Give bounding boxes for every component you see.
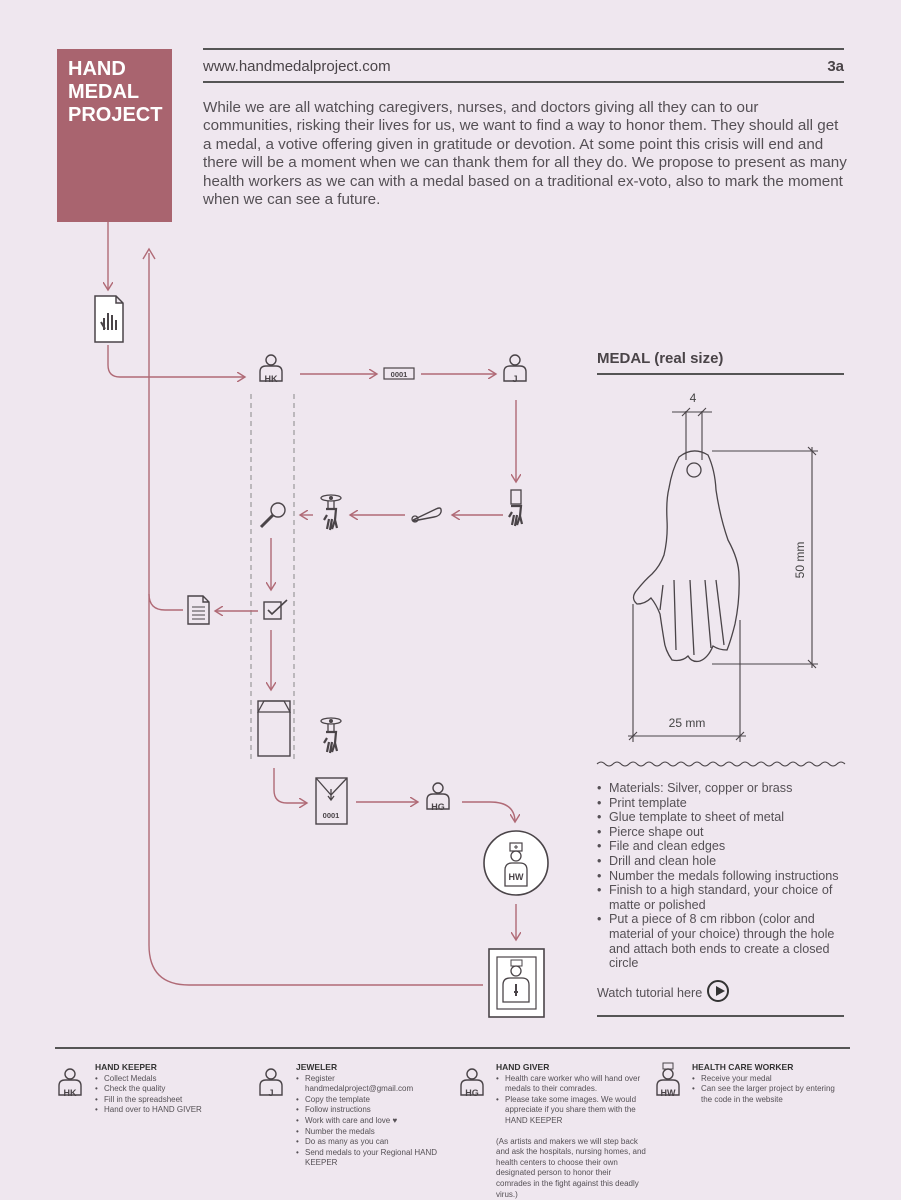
- role-item: Number the medals: [296, 1127, 441, 1138]
- materials-item: Print template: [597, 796, 847, 811]
- spreadsheet-to-loop: [148, 593, 183, 611]
- header-bottom-rule: [203, 81, 844, 83]
- hk-label: HK: [265, 374, 278, 384]
- header-top-rule: [203, 48, 844, 50]
- role-hand-giver: HAND GIVER Health care worker who will h…: [496, 1062, 646, 1200]
- safety-pin-icon: [411, 507, 442, 523]
- wavy-separator: [596, 761, 846, 767]
- return-loop-line: [148, 253, 483, 986]
- page-number: 3a: [827, 58, 844, 75]
- intro-paragraph: While we are all watching caregivers, nu…: [203, 99, 847, 209]
- medal-with-tag-icon: [508, 489, 524, 527]
- return-arrow-up: [142, 247, 156, 260]
- role-item: Collect Medals: [95, 1074, 245, 1085]
- hw-label: HW: [509, 872, 524, 882]
- checkbox-icon: [263, 599, 288, 620]
- role-badge-hk-text: HK: [64, 1088, 77, 1098]
- document-hand-icon: [94, 295, 124, 343]
- materials-item: Glue template to sheet of metal: [597, 810, 847, 825]
- framed-healthworker-icon: [488, 948, 545, 1018]
- role-item: Please take some images. We would apprec…: [496, 1095, 646, 1127]
- materials-item: File and clean edges: [597, 839, 847, 854]
- role-item: Health care worker who will hand over me…: [496, 1074, 646, 1095]
- role-item: Check the quality: [95, 1084, 245, 1095]
- hg-label: HG: [431, 802, 445, 812]
- role-title: HAND GIVER: [496, 1062, 550, 1072]
- logo-text: HAND MEDAL PROJECT: [68, 58, 163, 126]
- website-url[interactable]: www.handmedalproject.com: [203, 58, 391, 75]
- magnifier-icon: [259, 502, 286, 529]
- tag-code-label: 0001: [391, 370, 408, 379]
- role-badge-hw-icon: [656, 1062, 680, 1096]
- dimension-lines: [628, 407, 818, 742]
- dim-height-label: 50 mm: [793, 542, 807, 579]
- role-note: (As artists and makers we will step back…: [496, 1136, 646, 1199]
- dim-hole-label: 4: [690, 391, 697, 405]
- role-item: Can see the larger project by entering t…: [692, 1084, 842, 1105]
- materials-item: Pierce shape out: [597, 825, 847, 840]
- envelope-0001-icon: [315, 777, 348, 825]
- dim-width-label: 25 mm: [669, 716, 706, 730]
- role-item: Hand over to HAND GIVER: [95, 1105, 245, 1116]
- envelope-icon: [256, 700, 292, 757]
- j-label: J: [512, 374, 517, 384]
- materials-item: Materials: Silver, copper or brass: [597, 781, 847, 796]
- hanging-medal-icon-2: [319, 716, 343, 755]
- role-item: Work with care and love ♥: [296, 1116, 441, 1127]
- medal-title: MEDAL (real size): [597, 350, 724, 367]
- play-icon[interactable]: [707, 980, 729, 1002]
- hanging-medal-icon: [319, 493, 343, 532]
- materials-list: Materials: Silver, copper or brass Print…: [597, 781, 847, 971]
- role-item: Fill in the spreadsheet: [95, 1095, 245, 1106]
- legend-top-rule: [55, 1047, 850, 1049]
- role-title: HAND KEEPER: [95, 1062, 157, 1072]
- medal-bottom-rule: [597, 1015, 844, 1017]
- role-jeweler: JEWELER Register handmedalproject@gmail.…: [296, 1062, 441, 1169]
- role-badge-hw-text: HW: [661, 1088, 676, 1098]
- role-title: JEWELER: [296, 1062, 338, 1072]
- role-item: Follow instructions: [296, 1105, 441, 1116]
- tag-0001-icon: [383, 367, 415, 380]
- materials-item: Finish to a high standard, your choice o…: [597, 883, 847, 912]
- role-badge-j-text: J: [268, 1088, 273, 1098]
- materials-item: Put a piece of 8 cm ribbon (color and ma…: [597, 912, 847, 970]
- medal-title-rule: [597, 373, 844, 375]
- project-logo: HAND MEDAL PROJECT: [57, 49, 172, 222]
- spreadsheet-icon: [187, 595, 210, 625]
- materials-item: Drill and clean hole: [597, 854, 847, 869]
- materials-item: Number the medals following instructions: [597, 869, 847, 884]
- role-title: HEALTH CARE WORKER: [692, 1062, 794, 1072]
- role-badge-hg-text: HG: [465, 1088, 479, 1098]
- role-item: Do as many as you can: [296, 1137, 441, 1148]
- role-hand-keeper: HAND KEEPER Collect Medals Check the qua…: [95, 1062, 245, 1116]
- role-item: Send medals to your Regional HAND KEEPER: [296, 1148, 441, 1169]
- medal-outline-drawing: [632, 450, 740, 663]
- healthworker-circle-icon: [483, 830, 549, 896]
- role-item: Copy the template: [296, 1095, 441, 1106]
- envelope-code-label: 0001: [323, 811, 340, 820]
- watch-tutorial-link[interactable]: Watch tutorial here: [597, 986, 703, 1000]
- role-item: Receive your medal: [692, 1074, 842, 1085]
- role-health-care-worker: HEALTH CARE WORKER Receive your medal Ca…: [692, 1062, 842, 1105]
- role-item: Register handmedalproject@gmail.com: [296, 1074, 441, 1095]
